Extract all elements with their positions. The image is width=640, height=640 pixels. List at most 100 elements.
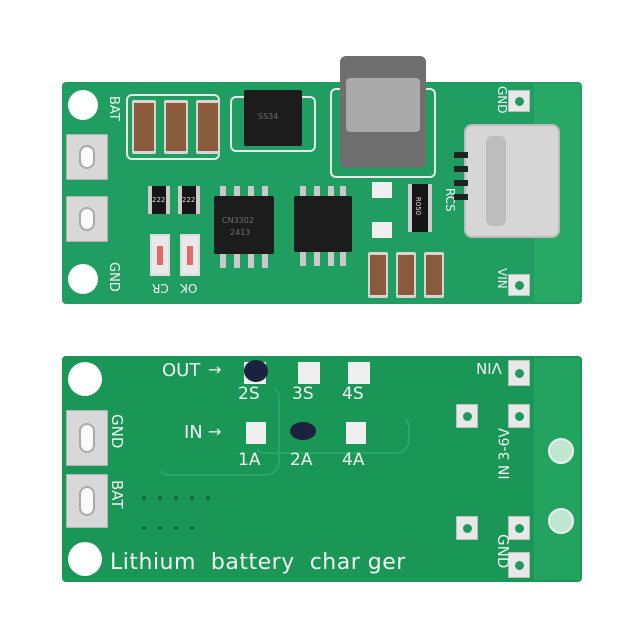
ic-pin (340, 186, 346, 196)
ic-pin (248, 254, 254, 268)
usb-pin (454, 194, 468, 200)
usb-c-port (486, 136, 506, 226)
smd-pad (372, 222, 392, 238)
gnd-pad-1 (456, 516, 478, 540)
gnd-label: GND (108, 414, 126, 449)
gnd-right-label: GND (495, 86, 509, 114)
gnd-right-label: GND (494, 534, 512, 569)
capacitor (368, 252, 388, 298)
led-cr (150, 234, 170, 276)
in-label: IN (184, 422, 203, 443)
solder-blob-2s (244, 360, 268, 382)
gnd-right-pad (508, 90, 530, 112)
resistor-222-a: 222 (148, 186, 170, 214)
gnd-terminal-pad (66, 410, 108, 466)
via (174, 526, 178, 530)
ic-cn3302: CN3302 2413 (214, 196, 274, 254)
jumper-pad-3s (298, 362, 320, 384)
resistor-222-b: 222 (178, 186, 200, 214)
smd-pad (372, 182, 392, 198)
ic-pin (234, 186, 240, 196)
vin-label: VIN (495, 268, 509, 289)
via (190, 496, 194, 500)
mounting-hole (68, 362, 102, 396)
ok-label: OK (180, 281, 198, 295)
via (158, 526, 162, 530)
mounting-hole (68, 90, 98, 120)
vin-label: VIN (476, 359, 502, 377)
jumper-pad-4s (348, 362, 370, 384)
footer-text: Lithium battery char ger (110, 550, 406, 575)
ic-pin (220, 186, 226, 196)
capacitor (132, 100, 156, 154)
vin-pad-top (508, 360, 530, 386)
bat-terminal-pad (66, 134, 108, 180)
in-pad-2 (508, 404, 530, 428)
in-pad-1 (456, 404, 478, 428)
ic-pin (328, 186, 334, 196)
mounting-hole (68, 264, 98, 294)
usb-pin (454, 180, 468, 186)
bat-label: BAT (106, 96, 121, 121)
label-4a: 4A (342, 450, 365, 470)
label-2s: 2S (238, 384, 260, 404)
trace (252, 414, 410, 454)
usb-pin (454, 166, 468, 172)
via (174, 496, 178, 500)
gnd-terminal-pad (66, 196, 108, 242)
via (142, 496, 146, 500)
jumper-pad-4a (346, 422, 366, 444)
diode-marking: SS34 (258, 112, 279, 121)
ic-pin (300, 186, 306, 196)
solder-blob-2a (290, 422, 316, 440)
out-label: OUT (162, 360, 201, 381)
gnd-label: GND (106, 262, 121, 292)
jumper-pad-1a (246, 422, 266, 444)
out-arrow: → (208, 360, 222, 379)
bat-label: BAT (108, 480, 126, 509)
ic-mosfet (294, 196, 352, 252)
via (190, 526, 194, 530)
usb-c-connector (464, 124, 560, 238)
mounting-hole-small (548, 438, 574, 464)
label-2a: 2A (290, 450, 313, 470)
cr-label: CR (152, 281, 169, 295)
ic-pin (220, 254, 226, 268)
label-3s: 3S (292, 384, 314, 404)
label-4s: 4S (342, 384, 364, 404)
gnd-pad-bottom (508, 552, 530, 578)
capacitor (396, 252, 416, 298)
mounting-hole (68, 542, 102, 576)
label-1a: 1A (238, 450, 261, 470)
power-inductor (340, 56, 426, 168)
trace (156, 384, 280, 476)
ic-pin (262, 186, 268, 196)
capacitor (164, 100, 188, 154)
in-arrow: → (208, 422, 222, 441)
capacitor (196, 100, 220, 154)
ic-pin (248, 186, 254, 196)
ic-pin (328, 252, 334, 266)
gnd-pad-2 (508, 516, 530, 540)
capacitor (424, 252, 444, 298)
via (142, 526, 146, 530)
ic-pin (314, 186, 320, 196)
inductor-coil (346, 78, 420, 132)
diode-ss34: SS34 (244, 90, 302, 146)
via (206, 496, 210, 500)
ic-pin (340, 252, 346, 266)
ic-pin (314, 252, 320, 266)
pcb-bottom-extension (534, 358, 580, 580)
pcb-top-board: BAT GND SS34 222 222 CR OK CN3302 2413 (62, 56, 582, 304)
led-ok (180, 234, 200, 276)
via (158, 496, 162, 500)
in-range-label: IN 3-6V (497, 428, 513, 480)
ic-pin (300, 252, 306, 266)
ic-pin (262, 254, 268, 268)
ic-pin (234, 254, 240, 268)
usb-pin (454, 152, 468, 158)
mounting-hole-small (548, 508, 574, 534)
bat-terminal-pad (66, 474, 108, 528)
pcb-bottom-board: GND BAT OUT → 2S 3S 4S IN → 1A 2A 4A VIN… (62, 356, 582, 582)
resistor-rcs: R050 (408, 184, 432, 232)
